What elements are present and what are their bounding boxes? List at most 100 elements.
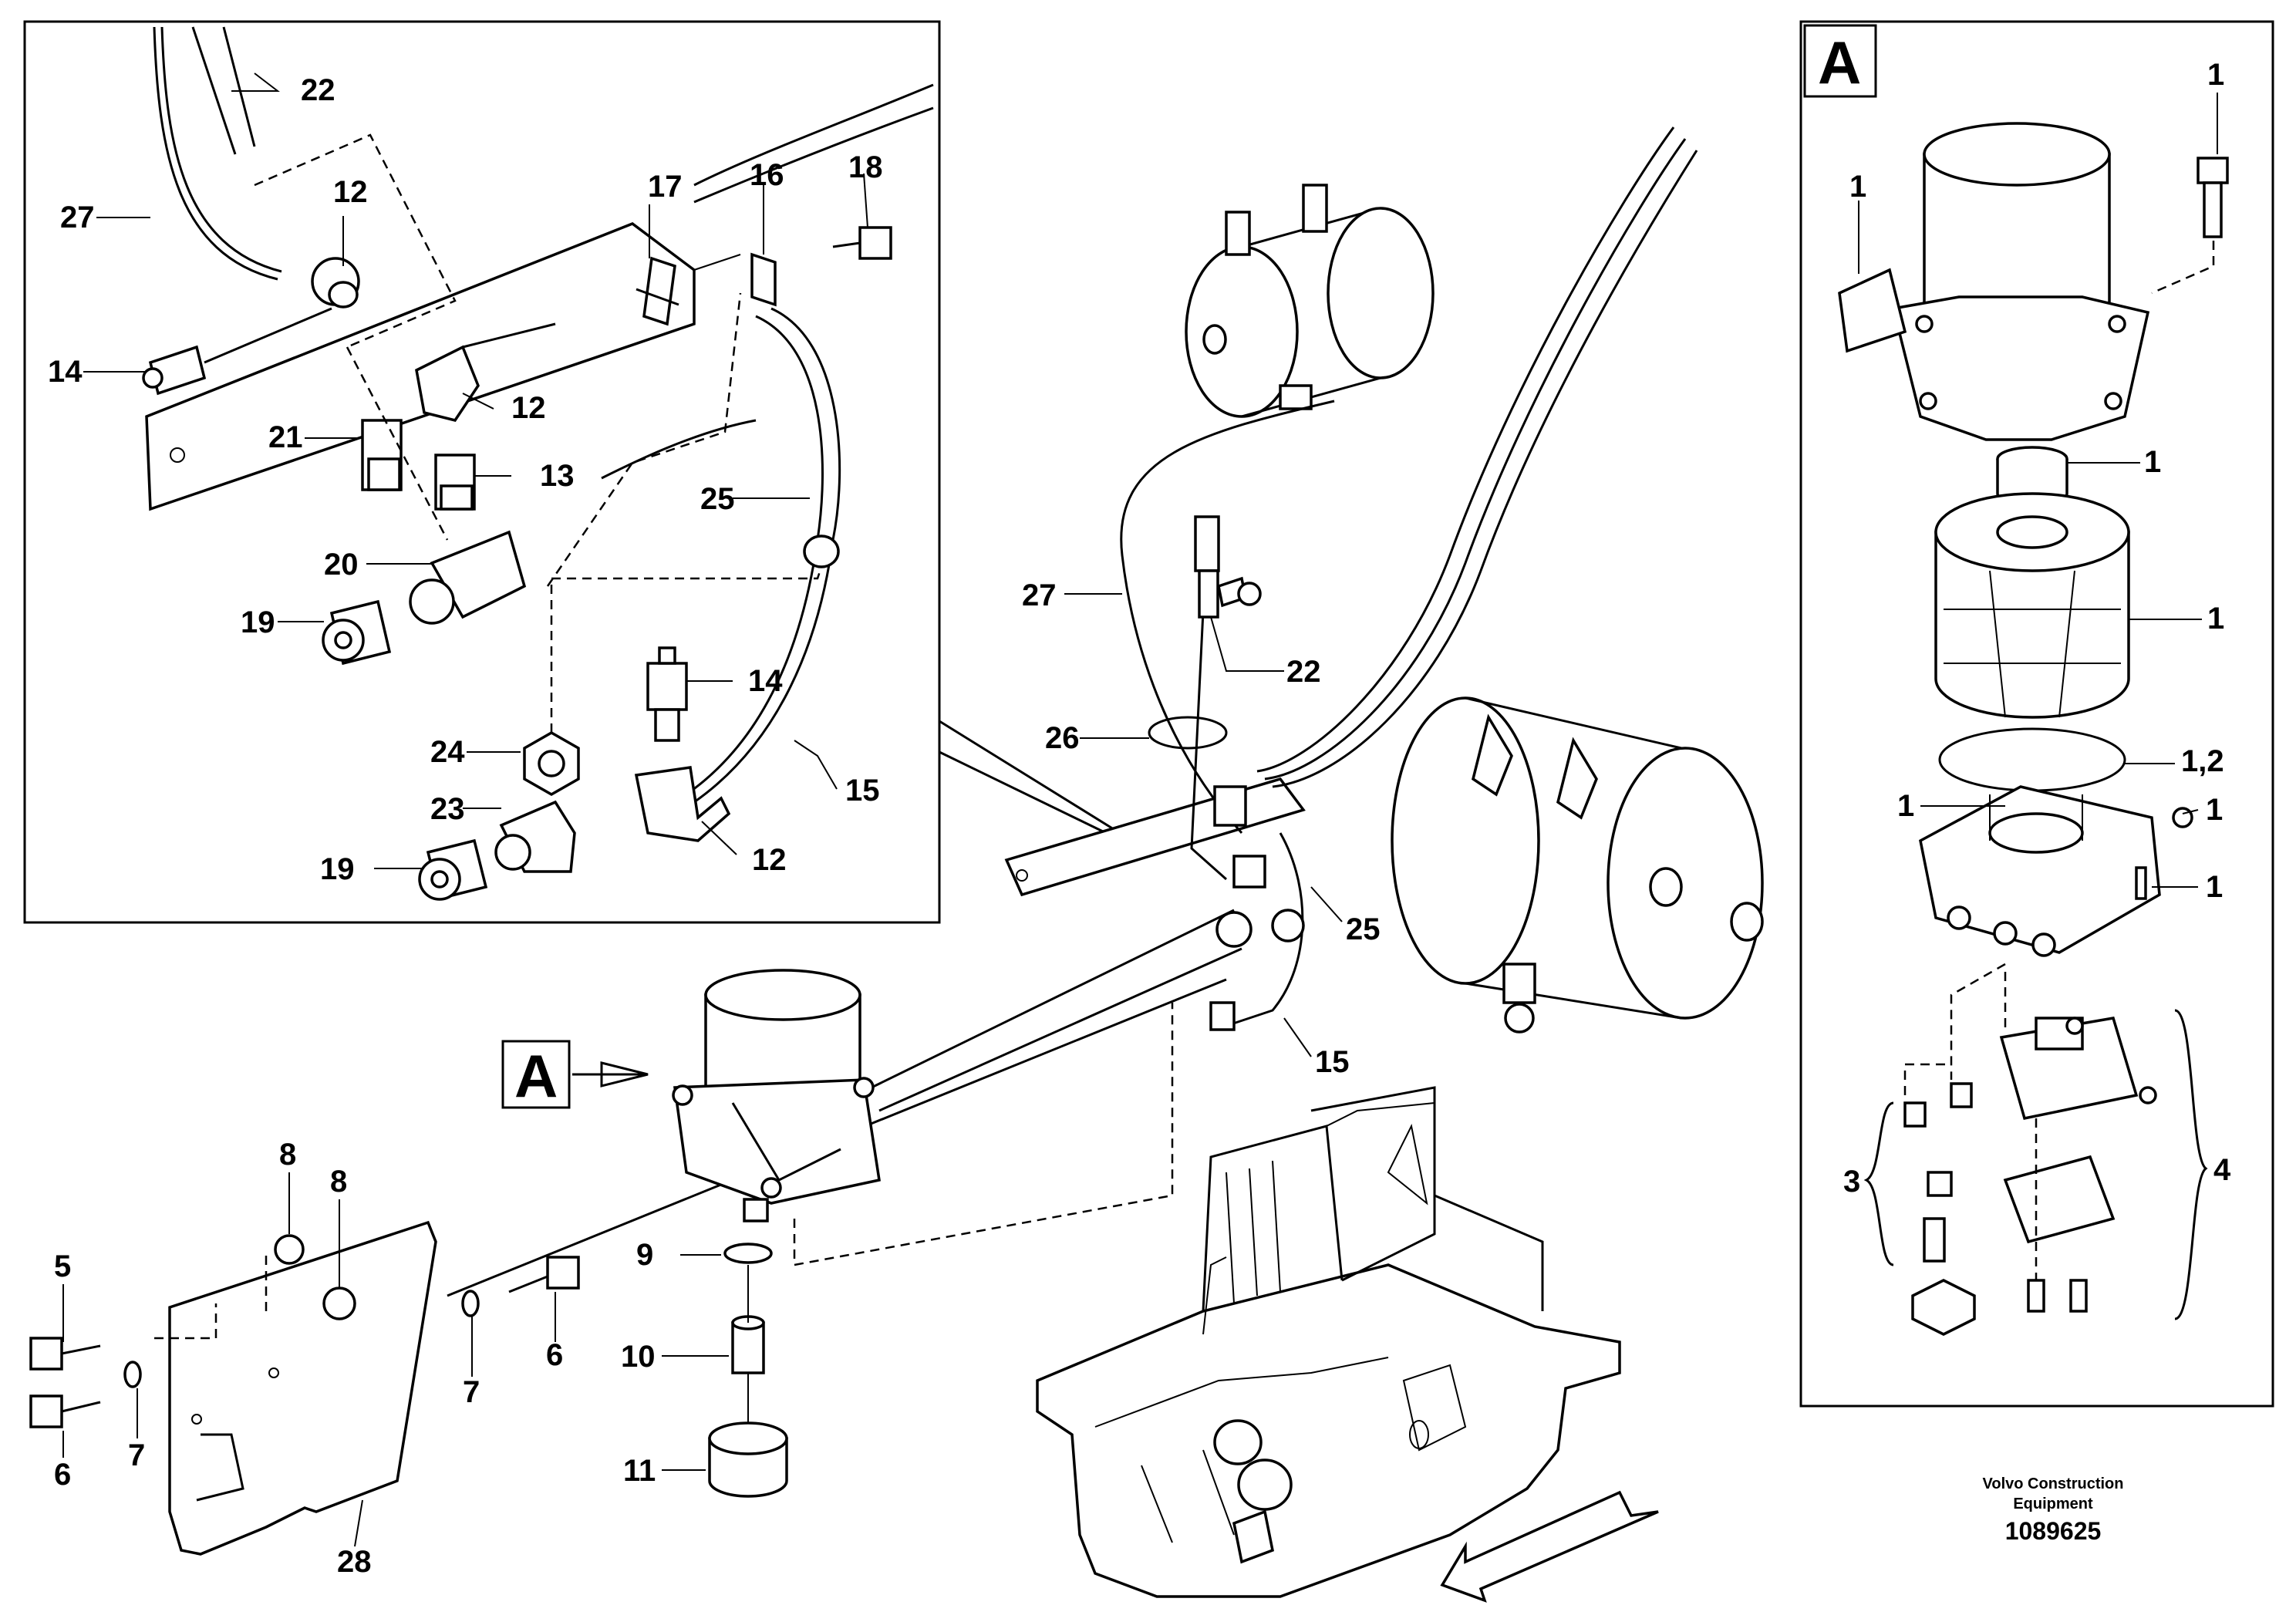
main-leaders: [62, 593, 1343, 1547]
dryer-cover-detail: [1891, 122, 2150, 441]
brace-4: [2174, 1009, 2208, 1320]
callout-21: 21: [268, 420, 303, 454]
callout-16: 16: [750, 158, 784, 192]
callout-7-a: 7: [463, 1375, 480, 1409]
brace-3: [1863, 1101, 1894, 1266]
direction-arrow: [1440, 1490, 1659, 1603]
dashed-guide-1: [254, 133, 457, 541]
callout-17: 17: [648, 170, 683, 204]
callout-25-inset: 25: [700, 482, 735, 516]
dashed-guide-bolts: [154, 1253, 268, 1340]
bolt-detail-top: [2197, 157, 2229, 238]
detail-a-frame: A: [1799, 20, 2274, 1408]
fitting-12a: [311, 257, 360, 309]
callout-12-inset-b: 12: [511, 391, 546, 425]
callout-23: 23: [430, 792, 465, 826]
air-tank-upper: [1185, 184, 1435, 418]
cap-11: [708, 1421, 788, 1498]
valve-block-detail: [1999, 1017, 2157, 1313]
cartridge-detail: [1934, 492, 2130, 719]
main-hoses: [447, 126, 1698, 1297]
dashed-guide-dryer: [793, 1003, 1174, 1266]
callout-26: 26: [1045, 721, 1080, 755]
callout-8-b: 8: [330, 1165, 347, 1199]
detail-callout-1-2: 1,2: [2181, 744, 2224, 778]
bolts-lower-left: [29, 1234, 580, 1428]
detail-callout-1-cartridge: 1: [2207, 602, 2224, 636]
dashed-guide-detail-3: [2151, 241, 2215, 295]
fitting-19b: [418, 838, 488, 901]
tee-fitting-22: [1194, 515, 1262, 619]
callout-25-main: 25: [1346, 912, 1381, 946]
inset-detail-frame: [23, 20, 1127, 924]
detail-callout-1-pin: 1: [2206, 870, 2223, 904]
elbow-12b: [415, 322, 556, 422]
dashed-guide-detail-2: [2004, 972, 2038, 1280]
detail-marker-a-letter: A: [514, 1042, 558, 1110]
air-tank-lower: [1391, 696, 1764, 1034]
guard-plate-28: [168, 1220, 437, 1556]
callout-14-inset-b: 14: [748, 664, 783, 698]
elbow-12c: [634, 766, 731, 842]
detail-callout-1-nut: 1: [2206, 793, 2223, 827]
footer-company-line2: Equipment: [2013, 1496, 2093, 1512]
seal-9: [723, 1243, 773, 1264]
nut-24: [523, 730, 580, 797]
fitting-19a: [322, 599, 392, 666]
detail-callout-1-plate: 1: [1849, 170, 1866, 204]
small-fittings-detail: [1903, 1082, 1976, 1336]
detail-leaders: [1858, 93, 2218, 888]
footer-company-line1: Volvo Construction: [1983, 1475, 2124, 1492]
callout-20: 20: [324, 548, 359, 582]
callout-8-a: 8: [279, 1138, 296, 1172]
air-dryer-unit: [672, 969, 881, 1222]
sleeve-10: [731, 1315, 765, 1374]
callout-22-main: 22: [1286, 655, 1321, 689]
elbow-20: [409, 530, 527, 625]
callout-7-b: 7: [128, 1438, 145, 1472]
mounting-bracket: [145, 222, 741, 511]
clamp-17: [636, 256, 679, 326]
detail-callout-4: 4: [2213, 1153, 2231, 1187]
callout-24: 24: [430, 735, 465, 769]
dashed-guide-2: [546, 292, 742, 587]
footer-drawing-number: 1089625: [2005, 1517, 2102, 1545]
detail-callout-1-ring: 1: [2144, 445, 2161, 479]
clip-16: [750, 252, 777, 307]
callout-19-inset-a: 19: [241, 605, 275, 639]
detail-callout-3: 3: [1843, 1165, 1860, 1199]
fitting-14b: [646, 646, 688, 742]
callout-11: 11: [623, 1454, 656, 1488]
base-housing-detail: [1919, 785, 2193, 957]
ring-25a: [803, 534, 840, 568]
callout-10: 10: [621, 1340, 656, 1374]
screw-18: [832, 226, 892, 260]
callout-12-inset-c: 12: [752, 843, 787, 877]
callout-15-inset: 15: [845, 774, 880, 808]
connector-cluster: [1209, 785, 1305, 1031]
callout-12-inset-a: 12: [333, 175, 368, 209]
callout-5: 5: [54, 1249, 71, 1283]
callout-9: 9: [636, 1238, 653, 1272]
detail-a-box-letter: A: [1818, 29, 1861, 96]
callout-6-a: 6: [546, 1338, 563, 1372]
detail-marker-a: A: [501, 1040, 649, 1110]
fitting-13: [434, 454, 476, 511]
fitting-21: [361, 419, 403, 491]
inset-leaders: [83, 73, 868, 869]
callout-27-main: 27: [1022, 578, 1057, 612]
callout-15-main: 15: [1315, 1045, 1350, 1079]
callout-14-inset-a: 14: [48, 355, 83, 389]
detail-callout-1-base: 1: [1897, 789, 1914, 823]
label-plate-detail: [1838, 268, 1907, 353]
callout-28: 28: [337, 1545, 372, 1579]
elbow-23: [494, 800, 576, 873]
dashed-guide-detail-1: [1903, 963, 2006, 1095]
machine-frame-overview: [1036, 1086, 1621, 1598]
callout-13: 13: [540, 459, 575, 493]
fitting-14a: [142, 307, 332, 396]
callout-18: 18: [848, 150, 883, 184]
callout-19-inset-b: 19: [320, 852, 355, 886]
dashed-guide-3: [550, 566, 823, 733]
